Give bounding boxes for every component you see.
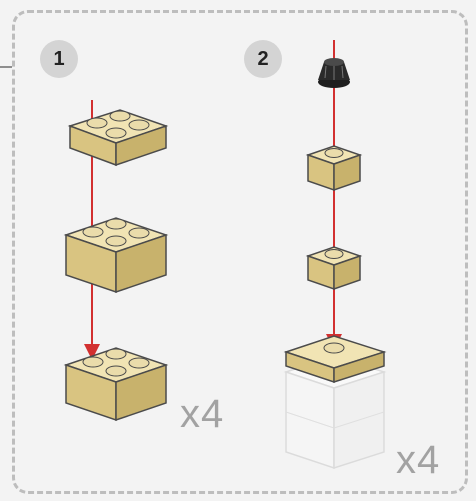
brick-2x2-plate-top [283, 335, 387, 384]
step-frame [12, 10, 468, 494]
step2-number: 2 [257, 47, 269, 70]
brick-1x1-upper [305, 145, 363, 192]
black-cone-piece [318, 58, 350, 88]
frame-edge-tick [0, 66, 12, 68]
brick-2x2-bottom [63, 347, 169, 422]
step1-number-badge: 1 [40, 40, 78, 78]
brick-2x2-middle [63, 217, 169, 294]
brick-1x1-lower [305, 246, 363, 291]
step1-number: 1 [53, 47, 65, 70]
step2-multiplier: x4 [396, 438, 441, 482]
brick-2x2-plate [67, 109, 169, 167]
step1-multiplier: x4 [180, 392, 225, 436]
step2-number-badge: 2 [244, 40, 282, 78]
